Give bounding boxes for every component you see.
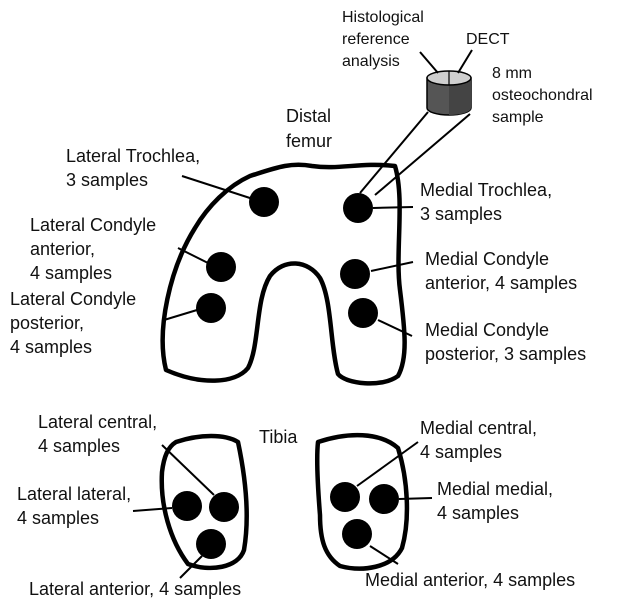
histology-label-line1: Histological bbox=[342, 9, 424, 26]
lateral-anterior-label: Lateral anterior, 4 samples bbox=[29, 579, 241, 599]
medial-central-label-line2: 4 samples bbox=[420, 442, 502, 462]
medial-anterior-site bbox=[342, 519, 372, 549]
medial-medial-site bbox=[369, 484, 399, 514]
histology-label-line3: analysis bbox=[342, 53, 400, 70]
cylinder-leader-left bbox=[360, 112, 428, 193]
lateral-anterior-site bbox=[196, 529, 226, 559]
lateral-condyle-posterior-label-line3: 4 samples bbox=[10, 337, 92, 357]
medial-condyle-anterior-leader bbox=[371, 262, 413, 271]
medial-condyle-anterior-label-line2: anterior, 4 samples bbox=[425, 273, 577, 293]
sample-size-line2: osteochondral bbox=[492, 87, 593, 104]
medial-condyle-posterior-leader bbox=[378, 320, 412, 336]
sample-size-line3: sample bbox=[492, 109, 544, 126]
medial-medial-leader bbox=[399, 498, 432, 499]
lateral-lateral-label-line1: Lateral lateral, bbox=[17, 484, 131, 504]
lateral-central-leader bbox=[162, 445, 214, 495]
lateral-condyle-posterior-label-line1: Lateral Condyle bbox=[10, 289, 136, 309]
medial-central-label-line1: Medial central, bbox=[420, 418, 537, 438]
histology-leader-line bbox=[420, 52, 438, 73]
medial-condyle-posterior-label-line2: posterior, 3 samples bbox=[425, 344, 586, 364]
lateral-condyle-posterior-site bbox=[196, 293, 226, 323]
lateral-trochlea-label-line1: Lateral Trochlea, bbox=[66, 146, 200, 166]
medial-trochlea-site bbox=[343, 193, 373, 223]
tibia-title: Tibia bbox=[259, 427, 298, 447]
lateral-trochlea-site bbox=[249, 187, 279, 217]
medial-trochlea-label-line1: Medial Trochlea, bbox=[420, 180, 552, 200]
medial-medial-label-line2: 4 samples bbox=[437, 503, 519, 523]
lateral-lateral-label-line2: 4 samples bbox=[17, 508, 99, 528]
medial-condyle-posterior-label-line1: Medial Condyle bbox=[425, 320, 549, 340]
medial-trochlea-label-line2: 3 samples bbox=[420, 204, 502, 224]
medial-trochlea-leader bbox=[373, 207, 413, 208]
dect-label: DECT bbox=[466, 31, 510, 48]
femur-title-line1: Distal bbox=[286, 106, 331, 126]
lateral-central-label-line1: Lateral central, bbox=[38, 412, 157, 432]
femur-title-line2: femur bbox=[286, 131, 332, 151]
medial-anterior-leader bbox=[370, 546, 398, 564]
medial-condyle-posterior-site bbox=[348, 298, 378, 328]
lateral-lateral-site bbox=[172, 491, 202, 521]
lateral-condyle-anterior-label-line2: anterior, bbox=[30, 239, 95, 259]
medial-anterior-label: Medial anterior, 4 samples bbox=[365, 570, 575, 590]
histology-label-line2: reference bbox=[342, 31, 410, 48]
medial-condyle-anterior-site bbox=[340, 259, 370, 289]
lateral-condyle-anterior-site bbox=[206, 252, 236, 282]
lateral-condyle-posterior-label-line2: posterior, bbox=[10, 313, 84, 333]
dect-leader-line bbox=[458, 50, 472, 73]
medial-medial-label-line1: Medial medial, bbox=[437, 479, 553, 499]
medial-central-leader bbox=[357, 442, 418, 486]
sample-cylinder bbox=[427, 71, 471, 115]
lateral-central-label-line2: 4 samples bbox=[38, 436, 120, 456]
sample-size-line1: 8 mm bbox=[492, 65, 532, 82]
lateral-central-site bbox=[209, 492, 239, 522]
lateral-condyle-anterior-label-line1: Lateral Condyle bbox=[30, 215, 156, 235]
medial-central-site bbox=[330, 482, 360, 512]
medial-condyle-anterior-label-line1: Medial Condyle bbox=[425, 249, 549, 269]
lateral-condyle-posterior-leader bbox=[164, 310, 197, 320]
lateral-condyle-anterior-label-line3: 4 samples bbox=[30, 263, 112, 283]
lateral-trochlea-label-line2: 3 samples bbox=[66, 170, 148, 190]
